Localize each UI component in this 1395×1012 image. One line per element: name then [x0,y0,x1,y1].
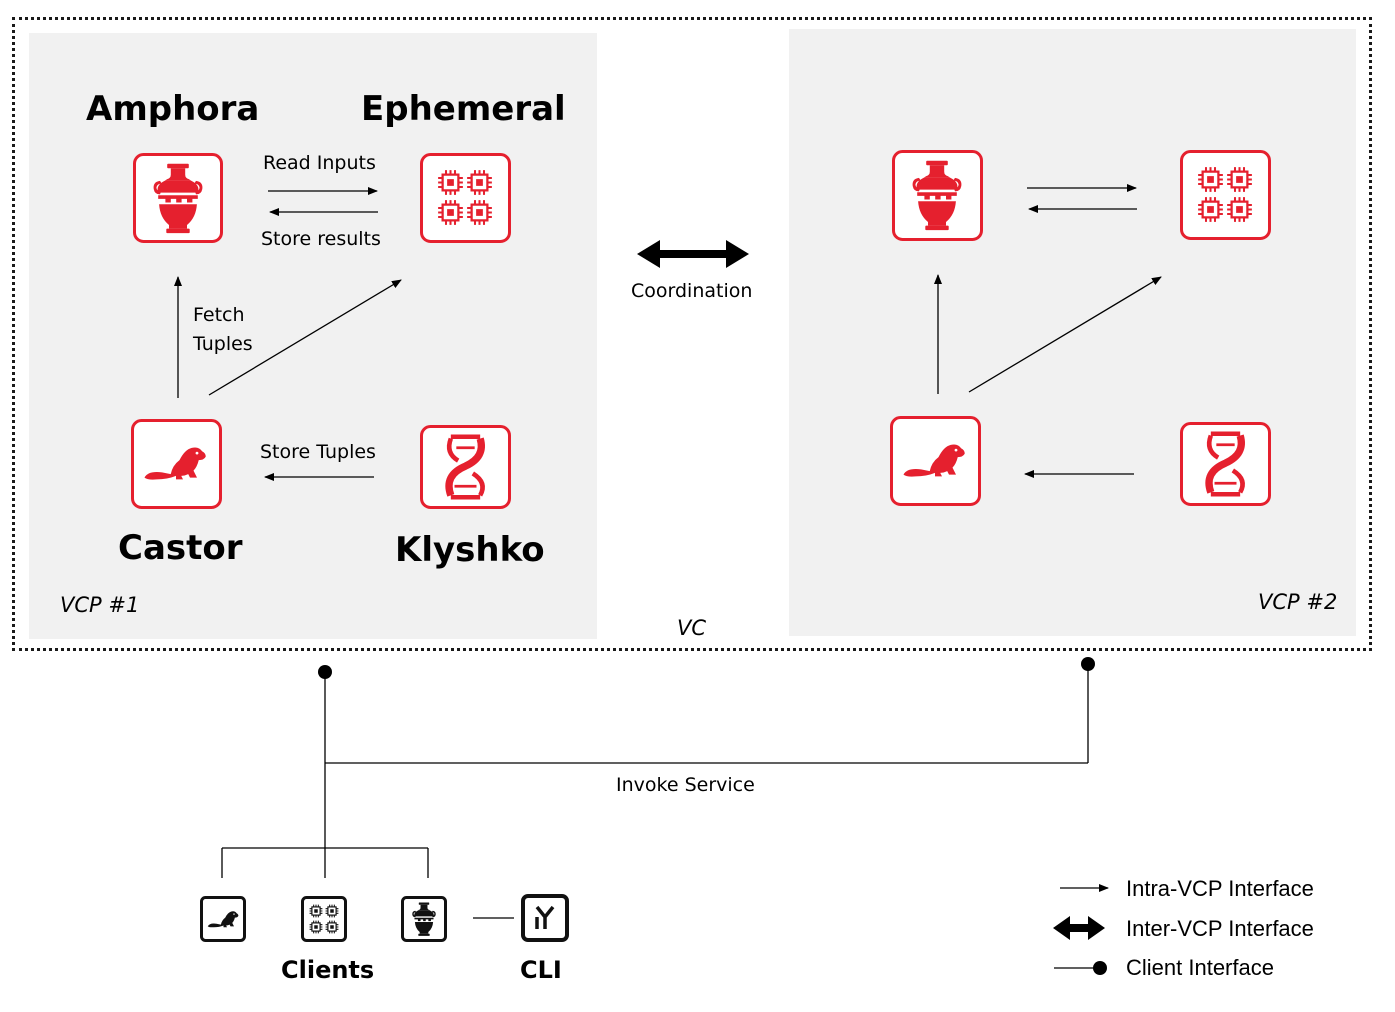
vcp2-label: VCP #2 [1258,590,1338,614]
cli-terminal-icon[interactable] [521,894,569,942]
legend-inter: Inter-VCP Interface [1126,916,1314,941]
klyshko-title: Klyshko [395,530,545,570]
amphora-client-icon[interactable] [401,896,447,942]
vcp1-label: VCP #1 [60,593,140,617]
store-tuples-label: Store Tuples [260,441,376,463]
castor-to-ephemeral-arrow [208,279,402,396]
tuples-label: Tuples [193,333,253,355]
cli-label: CLI [520,956,562,984]
amphora-title: Amphora [86,89,260,129]
amphora-icon [133,153,223,243]
vcp2-ephemeral-icon [1180,150,1271,240]
legend-client: Client Interface [1126,955,1274,980]
coordination-label: Coordination [631,280,753,302]
coordination-double-arrow [637,240,749,268]
castor-title: Castor [118,528,243,568]
vcp2-panel [789,29,1356,636]
client-interface-dot-1 [318,665,332,679]
client-interface-dot-2 [1081,657,1095,671]
vcp2-amphora-icon [892,150,983,241]
invoke-service-label: Invoke Service [616,774,755,796]
vc-border [12,17,1372,651]
clients-label: Clients [281,956,375,984]
fetch-label: Fetch [193,304,245,326]
ephemeral-title: Ephemeral [361,89,566,129]
store-results-label: Store results [261,228,381,250]
legend-intra: Intra-VCP Interface [1126,876,1314,901]
vcp1-panel [29,33,597,639]
ephemeral-icon [420,153,511,243]
vc-label: VC [677,616,707,640]
klyshko-icon [420,425,511,509]
castor-client-icon[interactable] [200,896,246,942]
vcp2-castor-icon [890,416,981,506]
read-inputs-label: Read Inputs [263,152,376,174]
ephemeral-client-icon[interactable] [301,896,347,942]
castor-icon [131,419,222,509]
vcp2-castor-to-ephemeral-arrow [968,276,1162,393]
vcp2-klyshko-icon [1180,422,1271,506]
